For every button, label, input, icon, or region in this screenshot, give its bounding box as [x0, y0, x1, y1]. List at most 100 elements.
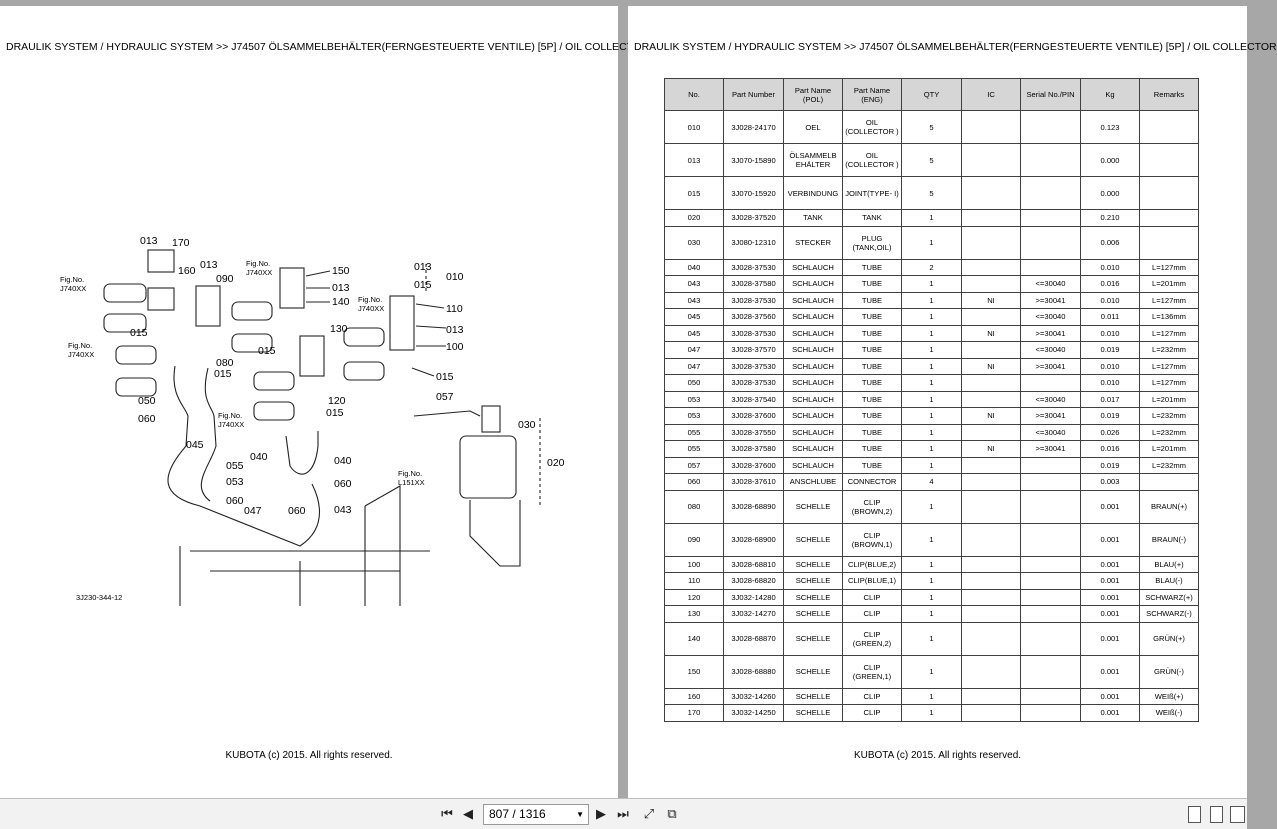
table-cell: L=127mm	[1139, 291, 1199, 309]
table-cell	[1020, 110, 1081, 144]
table-cell: TUBE	[842, 275, 902, 293]
table-cell	[961, 423, 1021, 441]
fit-width-icon[interactable]: ⧉	[667, 806, 677, 821]
table-cell: TUBE	[842, 390, 902, 408]
callout-170: 170	[172, 237, 190, 249]
breadcrumb: DRAULIK SYSTEM / HYDRAULIC SYSTEM >> J74…	[6, 41, 649, 53]
table-cell: 110	[664, 572, 724, 590]
callout-130: 130	[330, 323, 348, 335]
table-cell: 1	[901, 572, 962, 590]
table-cell: OIL (COLLECTOR )	[842, 110, 902, 144]
table-cell	[961, 308, 1021, 326]
table-cell	[961, 654, 1021, 689]
callout-120: 120	[328, 395, 346, 407]
table-cell: 4	[901, 473, 962, 491]
table-cell: 3J032-14280	[723, 588, 784, 606]
table-cell: 1	[901, 374, 962, 392]
callout-013: 013	[140, 235, 158, 247]
table-cell: TUBE	[842, 258, 902, 276]
table-cell	[961, 621, 1021, 656]
table-cell: CLIP (BROWN,1)	[842, 522, 902, 557]
callout-043: 043	[334, 504, 352, 516]
callout-030: 030	[518, 419, 536, 431]
table-cell: VERBINDUNG	[783, 176, 843, 210]
table-cell: 3J028-68820	[723, 572, 784, 590]
table-cell: 030	[664, 225, 724, 260]
table-cell: >=30041	[1020, 440, 1081, 458]
table-cell	[961, 588, 1021, 606]
table-cell: TUBE	[842, 341, 902, 359]
table-cell: OIL (COLLECTOR )	[842, 143, 902, 177]
table-cell	[1020, 605, 1081, 623]
table-cell: 3J080-12310	[723, 225, 784, 260]
callout-047: 047	[244, 505, 262, 517]
table-cell: TUBE	[842, 407, 902, 425]
table-cell	[1139, 176, 1199, 210]
table-cell: CLIP(BLUE,2)	[842, 555, 902, 573]
chevron-down-icon: ▼	[576, 810, 584, 819]
fig-number: J740XX	[246, 268, 272, 277]
table-cell: 3J070-15890	[723, 143, 784, 177]
column-header: No.	[664, 78, 724, 111]
table-cell: TANK	[783, 209, 843, 227]
table-cell: 040	[664, 258, 724, 276]
next-page-icon[interactable]: ▶	[596, 806, 606, 821]
prev-page-icon[interactable]: ◀	[463, 806, 473, 821]
table-cell: 047	[664, 357, 724, 375]
table-cell: CLIP (GREEN,1)	[842, 654, 902, 689]
fig-number: J740XX	[60, 284, 86, 293]
table-cell: 0.011	[1080, 308, 1140, 326]
table-cell	[961, 341, 1021, 359]
table-cell: TUBE	[842, 456, 902, 474]
table-cell	[1020, 209, 1081, 227]
callout-015: 015	[414, 279, 432, 291]
callout-013: 013	[332, 282, 350, 294]
table-cell	[961, 275, 1021, 293]
table-cell: <=30040	[1020, 341, 1081, 359]
callout-015: 015	[258, 345, 276, 357]
continuous-icon[interactable]	[1210, 806, 1223, 823]
fit-page-icon[interactable]: ⤢	[643, 806, 655, 821]
table-cell: 3J028-37580	[723, 275, 784, 293]
table-cell: JOINT(TYPE- I)	[842, 176, 902, 210]
table-cell: 0.001	[1080, 555, 1140, 573]
table-cell: CLIP	[842, 687, 902, 705]
fig-label: Fig.No.	[246, 259, 270, 268]
callout-015: 015	[326, 407, 344, 419]
table-cell	[1020, 704, 1081, 722]
table-cell: 3J028-68870	[723, 621, 784, 656]
table-cell: 0.001	[1080, 572, 1140, 590]
table-cell: >=30041	[1020, 407, 1081, 425]
callout-110: 110	[446, 303, 463, 315]
fig-number: J740XX	[218, 420, 244, 429]
table-cell	[1020, 555, 1081, 573]
callout-100: 100	[446, 341, 464, 353]
table-cell: SCHLAUCH	[783, 407, 843, 425]
table-cell: SCHLAUCH	[783, 390, 843, 408]
table-cell: 020	[664, 209, 724, 227]
table-cell: NI	[961, 357, 1021, 375]
table-cell: 050	[664, 374, 724, 392]
table-cell: 3J032-14260	[723, 687, 784, 705]
table-cell: 0.000	[1080, 176, 1140, 210]
page-number-select[interactable]: 807 / 1316 ▼	[483, 804, 589, 825]
two-page-icon[interactable]	[1230, 806, 1245, 823]
table-cell: 1	[901, 225, 962, 260]
table-cell	[1020, 176, 1081, 210]
table-cell: 053	[664, 407, 724, 425]
callout-060: 060	[226, 495, 244, 507]
table-cell: 3J028-37600	[723, 456, 784, 474]
table-cell: SCHELLE	[783, 687, 843, 705]
table-cell: L=127mm	[1139, 258, 1199, 276]
table-cell: 1	[901, 522, 962, 557]
first-page-icon[interactable]: ⏮	[441, 806, 453, 821]
fig-label: Fig.No.	[398, 469, 422, 478]
callout-160: 160	[178, 265, 196, 277]
table-cell: CLIP (BROWN,2)	[842, 489, 902, 524]
single-page-icon[interactable]	[1188, 806, 1201, 823]
last-page-icon[interactable]: ⏭	[617, 806, 629, 821]
